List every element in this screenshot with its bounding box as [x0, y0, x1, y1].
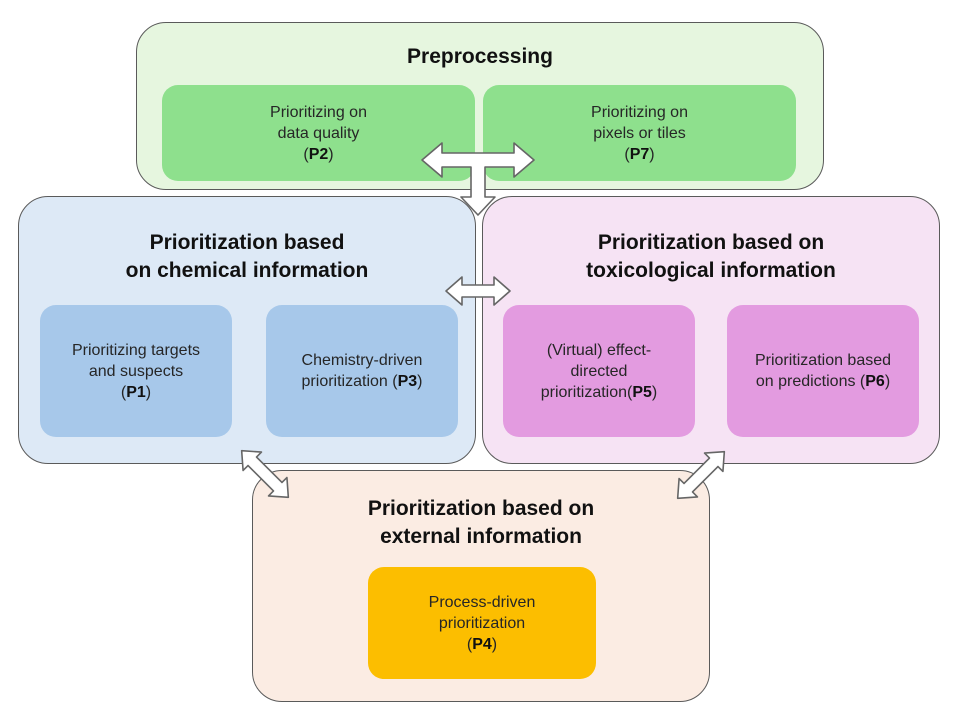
title-line: Preprocessing — [407, 45, 553, 68]
box-code-line: on predictions (P6) — [756, 371, 890, 392]
box-code: P1 — [126, 383, 146, 401]
box-text-suffix: ) — [651, 383, 658, 401]
box-code-line: (P7) — [624, 145, 655, 163]
preprocessing-title: Preprocessing — [137, 43, 823, 71]
box-code: P2 — [308, 145, 329, 163]
box-p2-data-quality: Prioritizing on data quality (P2) — [162, 85, 475, 181]
box-text-line: Prioritizing targets — [71, 341, 201, 359]
toxicological-information-title: Prioritization based on toxicological in… — [483, 229, 939, 285]
box-code-line: prioritization (P3) — [302, 371, 423, 392]
box-text-suffix: ) — [417, 373, 423, 390]
box-text-line: directed — [570, 362, 628, 380]
box-text-line: Prioritization based — [754, 352, 892, 369]
box-code: P4 — [472, 635, 492, 653]
external-information-title: Prioritization based on external informa… — [253, 495, 709, 551]
box-code-line: (P1) — [120, 383, 152, 401]
box-text-prefix: prioritization( — [540, 383, 633, 401]
box-p6-predictions: Prioritization based on predictions (P6) — [727, 305, 919, 437]
title-line: Prioritization based on — [367, 497, 595, 520]
box-p1-targets-suspects: Prioritizing targets and suspects (P1) — [40, 305, 232, 437]
box-p7-pixels-or-tiles: Prioritizing on pixels or tiles (P7) — [483, 85, 796, 181]
box-text-line: Chemistry-driven — [301, 352, 423, 369]
box-text-prefix: on predictions ( — [755, 373, 866, 390]
box-text-line: (Virtual) effect- — [546, 341, 652, 359]
box-p3-chemistry-driven: Chemistry-driven prioritization (P3) — [266, 305, 458, 437]
box-p4-process-driven: Process-driven prioritization (P4) — [368, 567, 596, 679]
box-text-line: data quality — [277, 124, 360, 142]
box-text-prefix: prioritization ( — [301, 373, 398, 390]
box-p5-effect-directed: (Virtual) effect- directed prioritizatio… — [503, 305, 695, 437]
box-text-line: Process-driven — [428, 593, 536, 611]
title-line: Prioritization based on — [597, 231, 825, 254]
box-text-suffix: ) — [884, 373, 891, 390]
box-text-line: and suspects — [88, 362, 184, 380]
box-code: P5 — [632, 383, 652, 401]
box-code-line: prioritization(P5) — [541, 382, 658, 403]
box-text-line: prioritization — [438, 614, 526, 632]
box-code-line: (P2) — [303, 145, 334, 163]
box-code: P6 — [865, 373, 885, 390]
box-code-line: (P4) — [466, 635, 498, 653]
box-text-line: pixels or tiles — [593, 124, 686, 142]
box-code: P7 — [629, 145, 650, 163]
title-line: on chemical information — [125, 259, 369, 282]
title-line: toxicological information — [586, 259, 836, 282]
chemical-information-title: Prioritization based on chemical informa… — [19, 229, 475, 285]
box-code: P3 — [397, 373, 418, 390]
title-line: Prioritization based — [149, 231, 345, 254]
title-line: external information — [380, 525, 582, 548]
box-text-line: Prioritizing on — [270, 103, 367, 121]
box-text-line: Prioritizing on — [591, 103, 688, 121]
